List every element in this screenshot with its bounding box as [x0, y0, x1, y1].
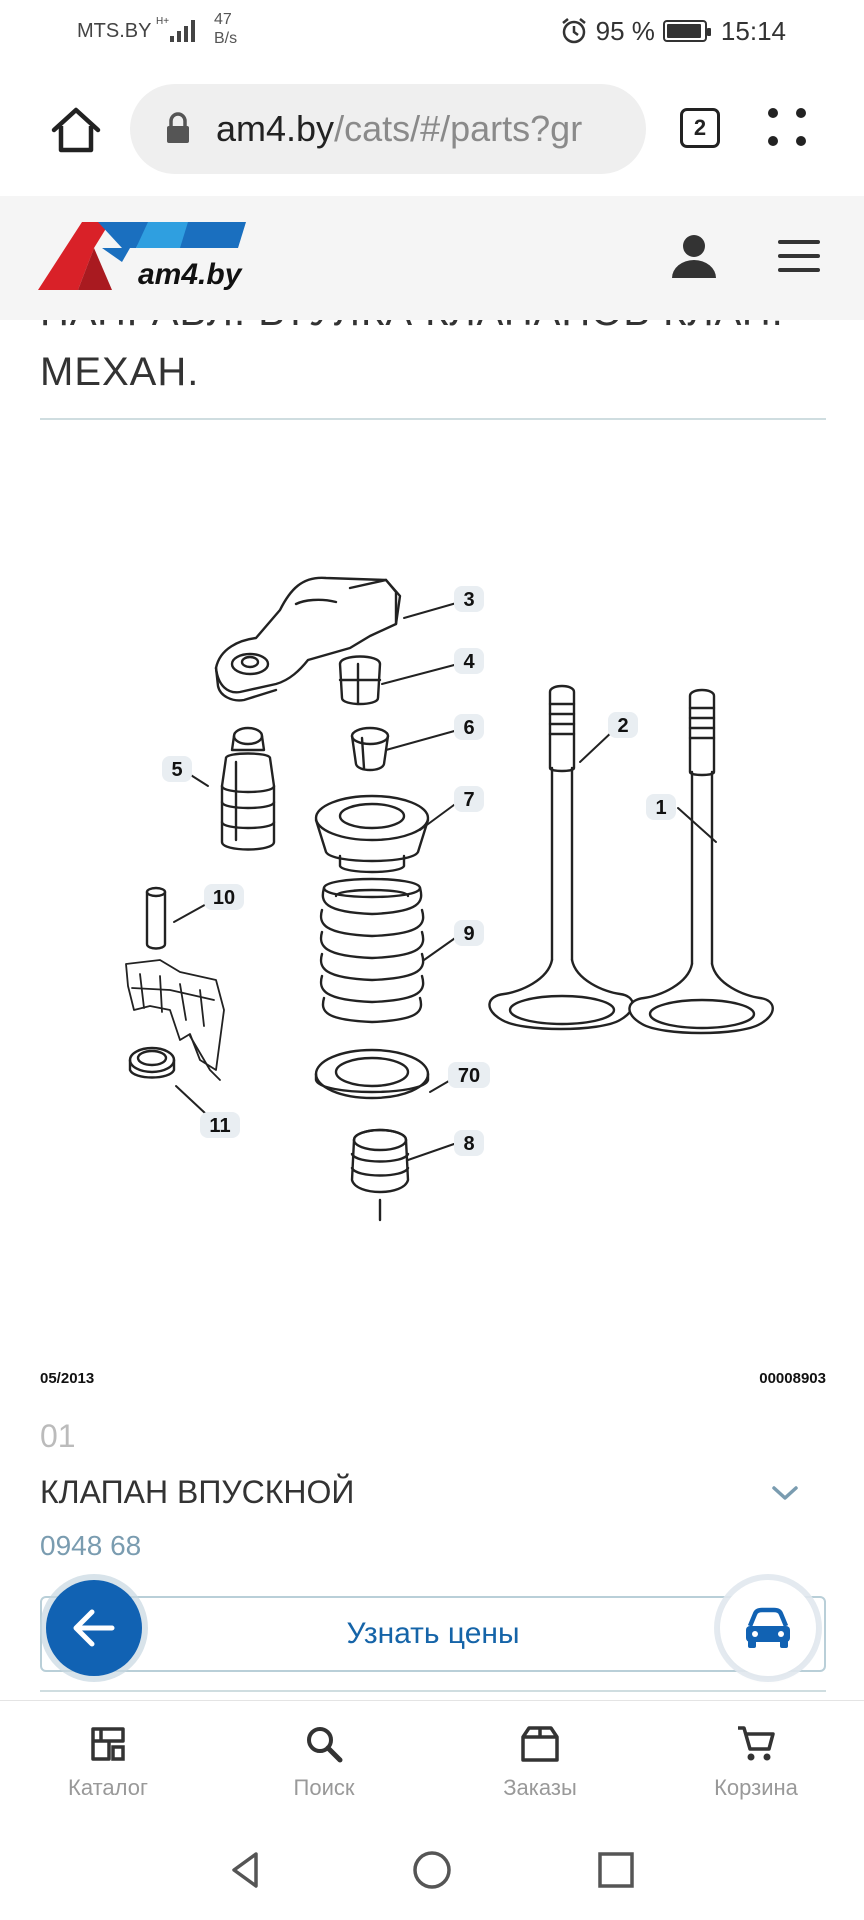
get-prices-button[interactable]: Узнать цены: [40, 1596, 826, 1672]
chevron-down-icon[interactable]: [770, 1482, 800, 1504]
more-menu-icon[interactable]: [766, 104, 810, 152]
exhaust-valve-part: [488, 684, 634, 1031]
leader-lines: [173, 601, 717, 1161]
diagram-footer: 05/2013 00008903: [40, 1370, 826, 1390]
box-icon: [521, 1726, 559, 1762]
system-back-icon[interactable]: [224, 1848, 268, 1892]
callout-label: 4: [463, 651, 475, 673]
tabs-count-button[interactable]: 2: [680, 108, 720, 148]
valve-guide-part: [350, 1128, 410, 1222]
spring-washer-part: [314, 1048, 430, 1100]
part-name[interactable]: КЛАПАН ВПУСКНОЙ: [40, 1474, 355, 1510]
status-bar: MTS.BY H+ 47 B/s 95 % 15:14: [0, 0, 864, 62]
hydraulic-lifter-part: [220, 726, 276, 851]
system-recents-icon[interactable]: [594, 1848, 638, 1892]
system-home-icon[interactable]: [410, 1848, 454, 1892]
hamburger-menu-icon[interactable]: [778, 240, 820, 274]
nav-orders[interactable]: Заказы: [460, 1723, 620, 1801]
divider: [40, 1690, 826, 1692]
seal-ring-part: [128, 1046, 176, 1079]
rocker-arm-part: [214, 576, 402, 702]
signal-icon: H+: [156, 16, 195, 42]
logo-mark: [38, 222, 246, 290]
garage-car-button[interactable]: [720, 1580, 816, 1676]
nav-cart[interactable]: Корзина: [676, 1723, 836, 1801]
system-navigation: [0, 1820, 864, 1920]
part-code: 0948 68: [40, 1530, 142, 1561]
callout-label: 70: [458, 1065, 480, 1087]
alarm-icon: [561, 18, 586, 44]
site-header: am4.by: [0, 196, 864, 320]
search-icon: [307, 1727, 343, 1763]
back-button[interactable]: [46, 1580, 142, 1676]
parts-diagram[interactable]: 3 4 6 2 7 5 1 10 9 70 8 11: [40, 540, 826, 1240]
callout-label: 7: [463, 789, 474, 811]
callout-label: 5: [171, 759, 182, 781]
battery-icon: [662, 20, 711, 42]
battery-percent: 95 %: [595, 15, 655, 46]
arrow-left-icon: [73, 1609, 115, 1647]
net-type: H+: [156, 16, 169, 27]
nav-label: Поиск: [293, 1775, 355, 1800]
car-icon: [746, 1607, 790, 1648]
intake-valve-part: [628, 688, 774, 1035]
bottom-navigation: Каталог Поиск Заказы Корзина: [0, 1700, 864, 1820]
callout-label: 6: [463, 717, 474, 739]
callout-labels: 3 4 6 2 7 5 1 10 9 70 8 11: [162, 586, 676, 1156]
callout-label: 9: [463, 923, 474, 945]
nav-label: Корзина: [714, 1775, 798, 1800]
url-text: am4.by/cats/#/parts?gr: [216, 108, 583, 149]
carrier-name: MTS.BY: [77, 20, 152, 42]
nav-search[interactable]: Поиск: [244, 1723, 404, 1801]
nav-catalog[interactable]: Каталог: [28, 1723, 188, 1801]
browser-toolbar: am4.by/cats/#/parts?gr 2: [0, 62, 864, 196]
diagram-code: 00008903: [759, 1370, 826, 1387]
catalog-icon: [91, 1727, 125, 1761]
valve-seal-part: [350, 726, 390, 772]
dowel-pin-part: [145, 886, 167, 950]
valve-spring-part: [319, 877, 425, 1024]
callout-label: 2: [617, 715, 628, 737]
clock: 15:14: [720, 15, 786, 46]
site-logo[interactable]: am4.by: [38, 218, 248, 294]
callout-label: 1: [655, 797, 666, 819]
page-title-line1: НАПРАВЛ. ВТУЛКА КЛАПАНОВ КЛАП.: [40, 320, 784, 335]
home-icon[interactable]: [48, 102, 104, 158]
status-right: 95 % 15:14: [560, 16, 786, 46]
lock-icon: [167, 112, 189, 143]
user-icon[interactable]: [670, 232, 718, 280]
address-bar[interactable]: am4.by/cats/#/parts?gr: [130, 84, 646, 174]
nav-label: Каталог: [68, 1775, 148, 1800]
logo-text: am4.by: [138, 258, 242, 291]
diagram-date: 05/2013: [40, 1370, 95, 1387]
callout-label: 11: [209, 1115, 230, 1137]
divider: [40, 418, 826, 420]
cart-icon: [738, 1726, 775, 1761]
cylinder-head-fragment: [125, 959, 225, 1081]
page-title: НАПРАВЛ. ВТУЛКА КЛАПАНОВ КЛАП. МЕХАН.: [0, 320, 864, 420]
net-speed: 47 B/s: [214, 11, 238, 47]
callout-label: 3: [463, 589, 474, 611]
valve-cotter-part: [338, 655, 382, 706]
callout-label: 8: [463, 1133, 474, 1155]
page-title-line2: МЕХАН.: [40, 350, 200, 394]
callout-label: 10: [213, 887, 235, 909]
nav-label: Заказы: [503, 1775, 577, 1800]
part-position-number: 01: [40, 1418, 76, 1454]
spring-retainer-part: [314, 794, 430, 874]
